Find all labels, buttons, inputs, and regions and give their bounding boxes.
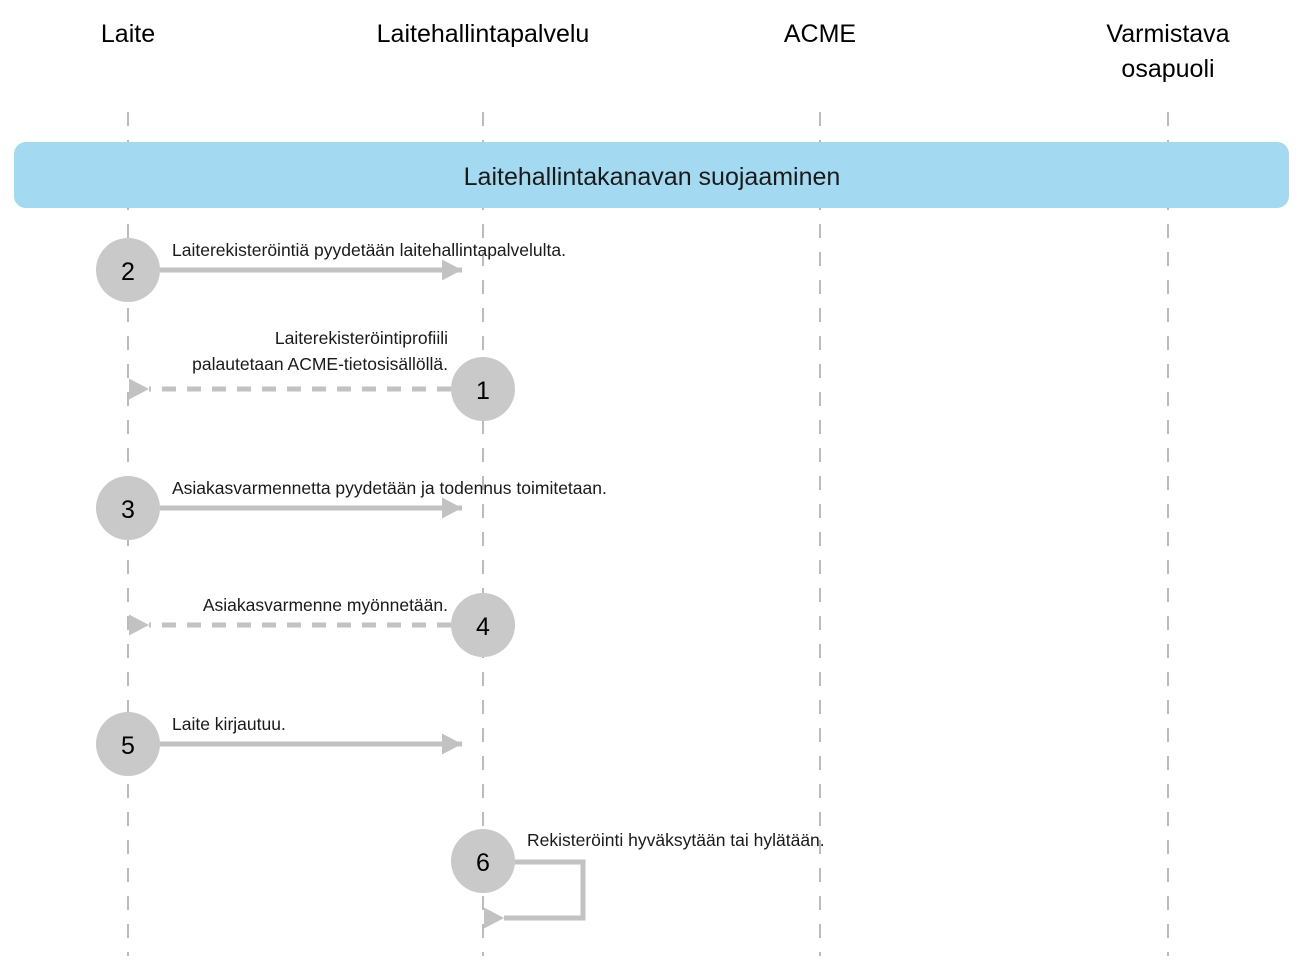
message-label-step-4: Asiakasvarmenne myönnetään. (203, 595, 448, 615)
banner-laitehallintakanavan-suojaaminen: Laitehallintakanavan suojaaminen (14, 142, 1289, 208)
step-circle-5 (96, 712, 160, 776)
message-step-3: Asiakasvarmennetta pyydetään ja todennus… (96, 476, 607, 540)
step-circle-3 (96, 476, 160, 540)
message-label-step-1-line1: Laiterekisteröintiprofiili (275, 328, 448, 348)
message-label-step-2: Laiterekisteröintiä pyydetään laitehalli… (172, 240, 566, 260)
message-step-6: Rekisteröinti hyväksytään tai hylätään. … (451, 829, 825, 929)
step-number-6: 6 (476, 849, 490, 877)
message-step-4: Asiakasvarmenne myönnetään. 4 (129, 593, 515, 657)
step-number-3: 3 (121, 496, 135, 524)
message-step-5: Laite kirjautuu. 5 (96, 712, 462, 776)
banner-label: Laitehallintakanavan suojaaminen (464, 163, 841, 191)
step-number-4: 4 (476, 613, 490, 641)
message-label-step-5: Laite kirjautuu. (172, 714, 286, 734)
lifeline-header-acme: ACME (784, 20, 856, 48)
lifeline-header-varmistava-osapuoli-line2: osapuoli (1121, 55, 1214, 83)
banner-background (14, 142, 1289, 208)
message-selfloop-step-6 (484, 859, 586, 929)
lifeline-headers: Laite Laitehallintapalvelu ACME Varmista… (101, 20, 1230, 83)
lifeline-header-laite: Laite (101, 20, 155, 48)
step-circle-2 (96, 238, 160, 302)
step-number-5: 5 (121, 732, 135, 760)
message-label-step-6: Rekisteröinti hyväksytään tai hylätään. (527, 830, 825, 850)
step-number-1: 1 (476, 377, 490, 405)
step-number-2: 2 (121, 258, 135, 286)
message-label-step-3: Asiakasvarmennetta pyydetään ja todennus… (172, 478, 607, 498)
step-circle-6 (451, 829, 515, 893)
message-step-2: Laiterekisteröintiä pyydetään laitehalli… (96, 238, 566, 302)
message-step-1: Laiterekisteröintiprofiili palautetaan A… (129, 328, 515, 421)
lifeline-header-varmistava-osapuoli-line1: Varmistava (1106, 20, 1229, 48)
step-circle-4 (451, 593, 515, 657)
lifeline-header-laitehallintapalvelu: Laitehallintapalvelu (377, 20, 590, 48)
step-circle-1 (451, 357, 515, 421)
message-label-step-1-line2: palautetaan ACME-tietosisällöllä. (192, 354, 448, 374)
